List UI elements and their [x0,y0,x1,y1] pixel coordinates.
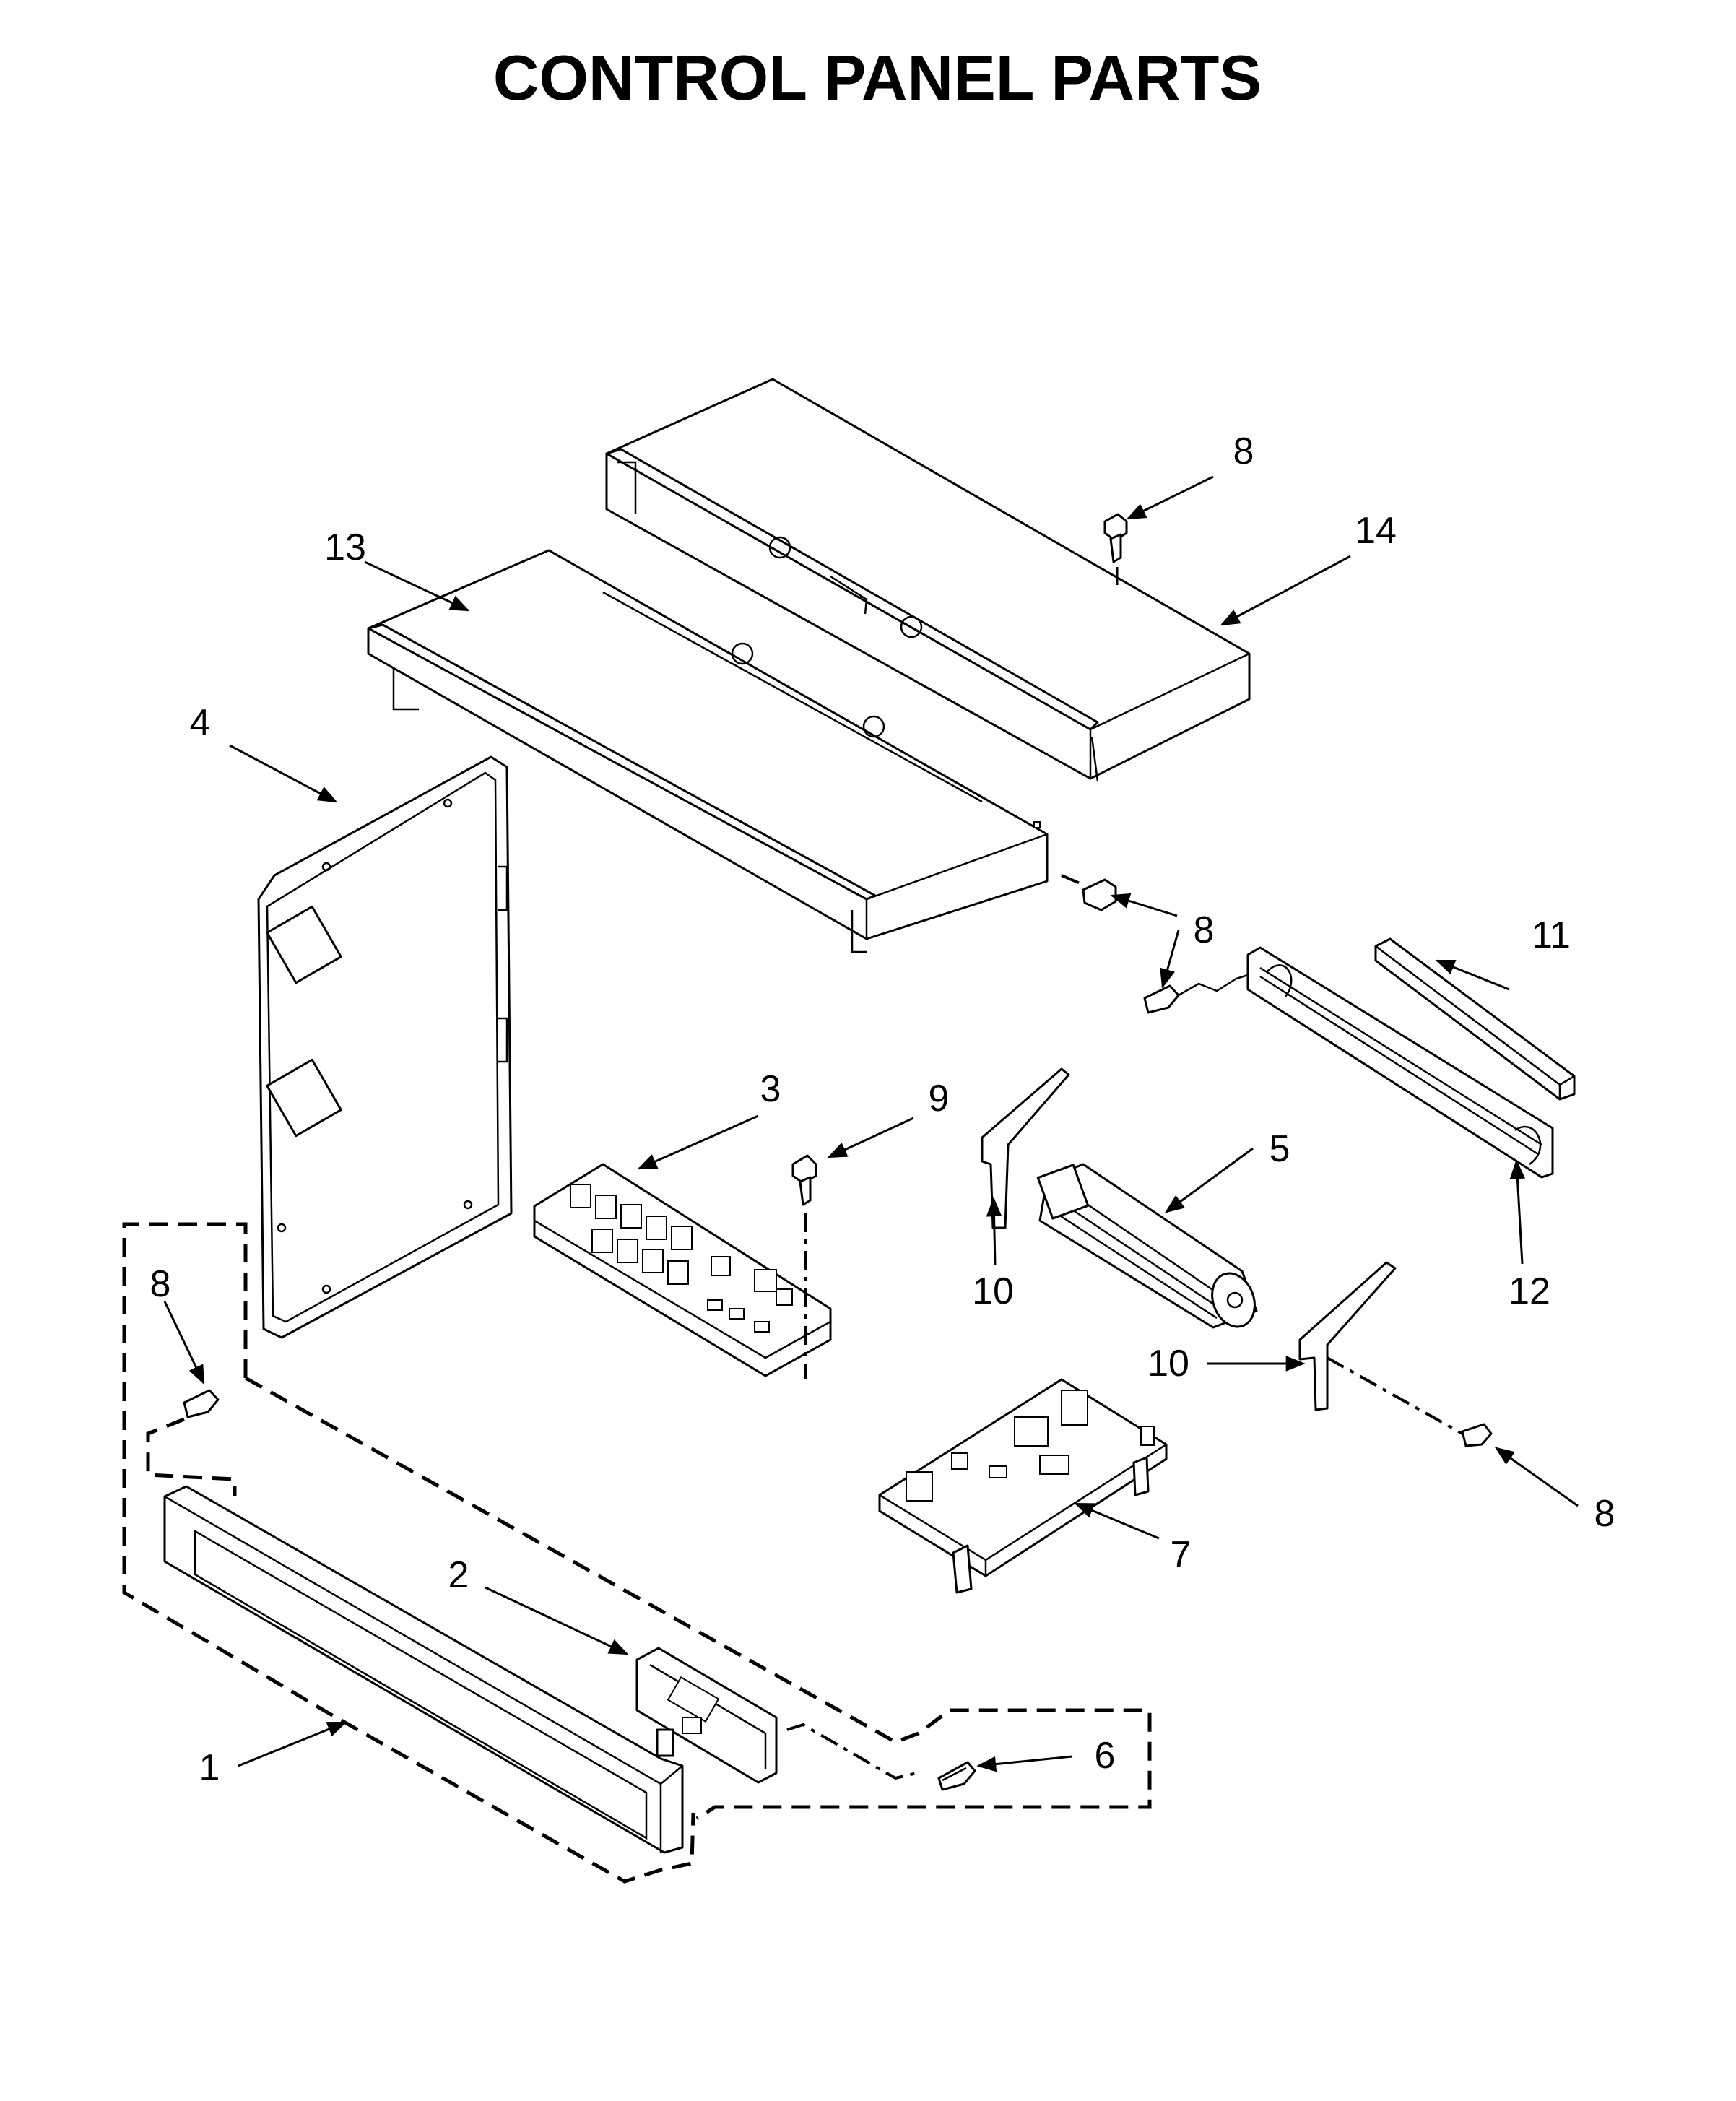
part-6-screw [937,1761,976,1791]
part-2-ui-board [635,1647,778,1784]
callout-12: 12 [1509,1270,1550,1312]
screw-8-top [1103,513,1128,585]
leader-arrows [163,475,1579,1772]
callout-10-upper: 10 [972,1270,1014,1312]
screw-8-tray [1061,874,1117,911]
callout-5: 5 [1270,1128,1290,1170]
screw-8-right [1327,1356,1493,1447]
callout-7: 7 [1171,1534,1192,1576]
callout-11: 11 [1532,914,1571,956]
part-11-insulation-strip [1374,937,1576,1101]
part-3-control-board [533,1163,832,1377]
callout-10-lower: 10 [1147,1343,1189,1385]
callout-1: 1 [199,1747,220,1789]
callout-4: 4 [190,702,211,744]
part-1-control-panel-trim [163,1485,684,1854]
callout-14: 14 [1355,510,1397,552]
part-9-screw [791,1154,817,1379]
callout-8-right: 8 [1594,1493,1615,1535]
callout-6: 6 [1095,1735,1116,1777]
part-4-side-panel [257,755,513,1339]
callout-3: 3 [760,1068,781,1110]
part-13-panel-tray [367,549,1049,953]
callout-8-tray: 8 [1194,909,1215,951]
assembly-dashed-lines [122,1222,1152,1884]
callout-8-top: 8 [1233,430,1254,472]
part-10-lower-bracket [1298,1261,1397,1411]
callout-9: 9 [929,1078,950,1119]
callout-8-left: 8 [150,1263,171,1305]
part-7-auxiliary-board [878,1378,1168,1594]
callout-13: 13 [324,527,366,568]
screw-8-left [183,1389,220,1418]
part-14-rear-panel-cover [605,378,1251,782]
diagram-title: CONTROL PANEL PARTS [493,42,1262,113]
callout-labels: 1 2 3 4 5 6 7 8 8 8 8 8 9 10 10 11 12 13… [150,430,1615,1789]
callout-2: 2 [448,1554,469,1596]
part-12-fan-bracket [1246,946,1554,1179]
part-5-blower-fan [1036,1163,1258,1329]
part-10-upper-bracket [981,1067,1070,1229]
screw-8-bracket [1143,974,1249,1014]
